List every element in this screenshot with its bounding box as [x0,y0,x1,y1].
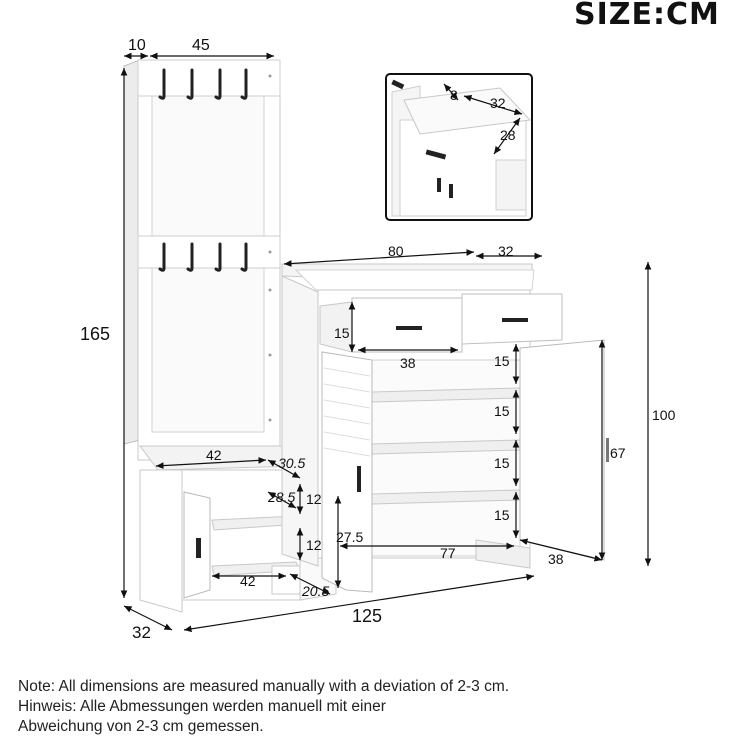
label-total-width: 125 [352,606,382,626]
size-title: SIZE:CM [574,0,720,32]
note-english: Note: All dimensions are measured manual… [18,678,510,695]
label-door-height: 67 [610,445,626,461]
label-shelf-width: 77 [440,545,456,561]
label-coat-rack-width: 45 [192,37,210,54]
label-bench-shelf-depth: 28.5 [267,489,295,505]
label-inset-drawer-width: 32 [490,95,506,111]
label-inset-drawer-depth: 28 [500,127,516,143]
note-german-line-1: Hinweis: Alle Abmessungen werden manuell… [18,698,386,715]
label-total-height: 165 [80,324,110,344]
label-cabinet-height: 100 [652,407,676,423]
label-shelf-4: 15 [494,507,510,523]
label-shelf-height-left: 27.5 [336,529,363,545]
label-inset-drawer-height: 8 [450,87,458,103]
label-door-depth: 38 [548,551,564,567]
label-bench-shelf-height-top: 12 [306,491,322,507]
label-bench-outer-depth: 32 [132,623,151,642]
label-bench-shelf-height-bottom: 12 [306,537,322,553]
note-german-line-2: Abweichung von 2-3 cm gemessen. [18,718,264,735]
label-bench-bottom-depth: 20.5 [301,583,329,599]
label-cabinet-width: 80 [388,243,404,259]
dimension-labels: 10 45 165 42 30.5 28.5 12 12 42 20.5 32 … [80,37,676,642]
label-shelf-3: 15 [494,455,510,471]
hook-icon [158,68,248,272]
dimension-lines [120,52,652,633]
label-bench-inner-width: 42 [206,447,222,463]
label-coat-rack-side: 10 [128,37,146,54]
drawer-detail-inset [385,73,533,221]
label-bench-depth: 30.5 [278,455,305,471]
label-shelf-2: 15 [494,403,510,419]
label-drawer-width: 38 [400,355,416,371]
shoe-cabinet [281,263,609,593]
label-shelf-1: 15 [494,353,510,369]
label-cabinet-depth: 32 [498,243,514,259]
label-bench-bottom-width: 42 [240,573,256,589]
label-drawer-height: 15 [334,325,350,341]
